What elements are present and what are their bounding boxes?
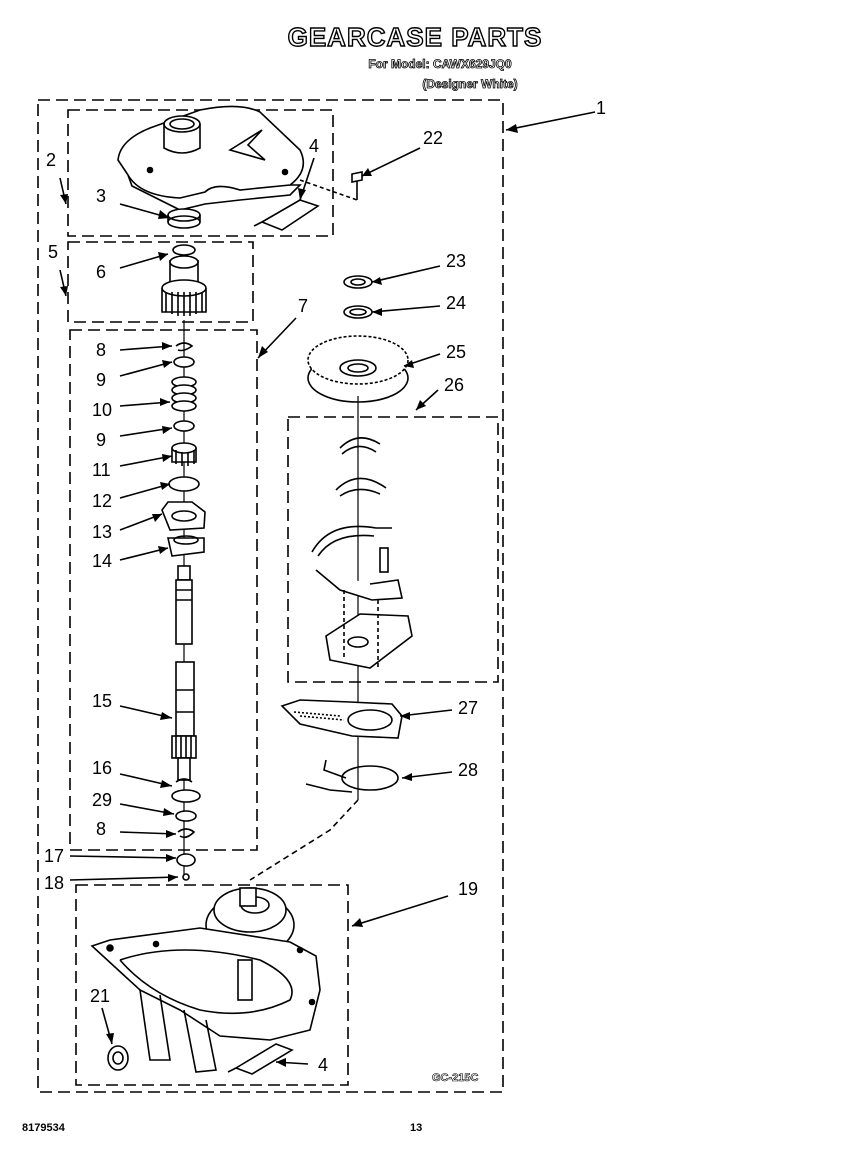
part-2-cover xyxy=(117,105,305,211)
callout-14: 14 xyxy=(92,551,113,571)
part-4-tube-bottom xyxy=(234,1043,294,1075)
part-3-seal xyxy=(167,208,201,229)
part-18-ball xyxy=(182,873,190,881)
callout-21: 21 xyxy=(90,986,111,1006)
part-29-washer xyxy=(175,810,197,822)
callout-27: 27 xyxy=(458,698,479,718)
part-9-washer-low xyxy=(173,420,195,432)
callout-8-top: 8 xyxy=(96,340,107,360)
callout-12: 12 xyxy=(92,491,113,511)
callout-18: 18 xyxy=(44,873,65,893)
callout-3: 3 xyxy=(96,186,107,206)
leader-lines xyxy=(59,111,596,1065)
callout-13: 13 xyxy=(92,522,113,542)
part-28-spring xyxy=(305,759,399,793)
part-27-lever xyxy=(280,699,403,739)
page-number: 13 xyxy=(410,1122,423,1134)
part-9-washer-top xyxy=(173,356,195,368)
callout-6: 6 xyxy=(96,262,107,282)
group-box-5 xyxy=(67,241,254,323)
model-line: For Model: CAWX629JQ0 xyxy=(368,57,512,72)
group-box-1 xyxy=(37,99,504,1093)
callout-10: 10 xyxy=(92,400,113,420)
part-21-plug xyxy=(107,1045,129,1071)
callout-23: 23 xyxy=(446,251,467,271)
callout-8-bottom: 8 xyxy=(96,819,107,839)
page-title: GEARCASE PARTS xyxy=(287,21,543,52)
part-19-gearcase xyxy=(90,887,321,1073)
drawing-code: GC-215C xyxy=(432,1072,479,1085)
part-16-clip xyxy=(175,778,193,783)
part-24-washer xyxy=(343,305,373,319)
leader-arrowheads xyxy=(60,124,518,1067)
callout-29: 29 xyxy=(92,790,113,810)
part-8-clip-bottom xyxy=(177,828,196,839)
part-22-screw xyxy=(351,171,363,190)
part-23-washer xyxy=(343,275,373,289)
callout-24: 24 xyxy=(446,293,467,313)
callout-16: 16 xyxy=(92,758,113,778)
part-number: 8179534 xyxy=(22,1122,65,1134)
part-10-spring xyxy=(171,376,197,412)
callout-15: 15 xyxy=(92,691,113,711)
color-line: (Designer White) xyxy=(422,77,518,92)
callout-9-top: 9 xyxy=(96,370,107,390)
part-15-shaft xyxy=(171,565,197,781)
part-11-gear xyxy=(171,442,197,466)
part-6-pinion xyxy=(161,244,207,316)
group-box-19 xyxy=(75,884,349,1086)
part-13-cam xyxy=(161,501,206,531)
part-25-gear xyxy=(307,335,409,403)
callout-17: 17 xyxy=(44,846,65,866)
callout-19: 19 xyxy=(458,879,479,899)
part-4-tube-top xyxy=(253,199,320,231)
part-14-clutch xyxy=(167,535,205,557)
callout-25: 25 xyxy=(446,342,467,362)
callout-11: 11 xyxy=(92,460,111,480)
callout-4-bottom: 4 xyxy=(318,1055,329,1075)
group-box-26 xyxy=(287,416,499,683)
callout-2: 2 xyxy=(46,150,57,170)
callout-26: 26 xyxy=(444,375,465,395)
callout-28: 28 xyxy=(458,760,479,780)
part-17-cap xyxy=(176,853,196,867)
group-box-7 xyxy=(69,329,258,851)
part-8-clip-top xyxy=(175,342,194,352)
callout-7: 7 xyxy=(298,296,309,316)
callout-22: 22 xyxy=(423,128,444,148)
part-12-ring xyxy=(168,476,200,492)
callout-5: 5 xyxy=(48,242,59,262)
callout-9-low: 9 xyxy=(96,430,107,450)
part-16-washer xyxy=(171,789,201,803)
callout-4-top: 4 xyxy=(309,136,320,156)
callout-1: 1 xyxy=(596,98,607,118)
